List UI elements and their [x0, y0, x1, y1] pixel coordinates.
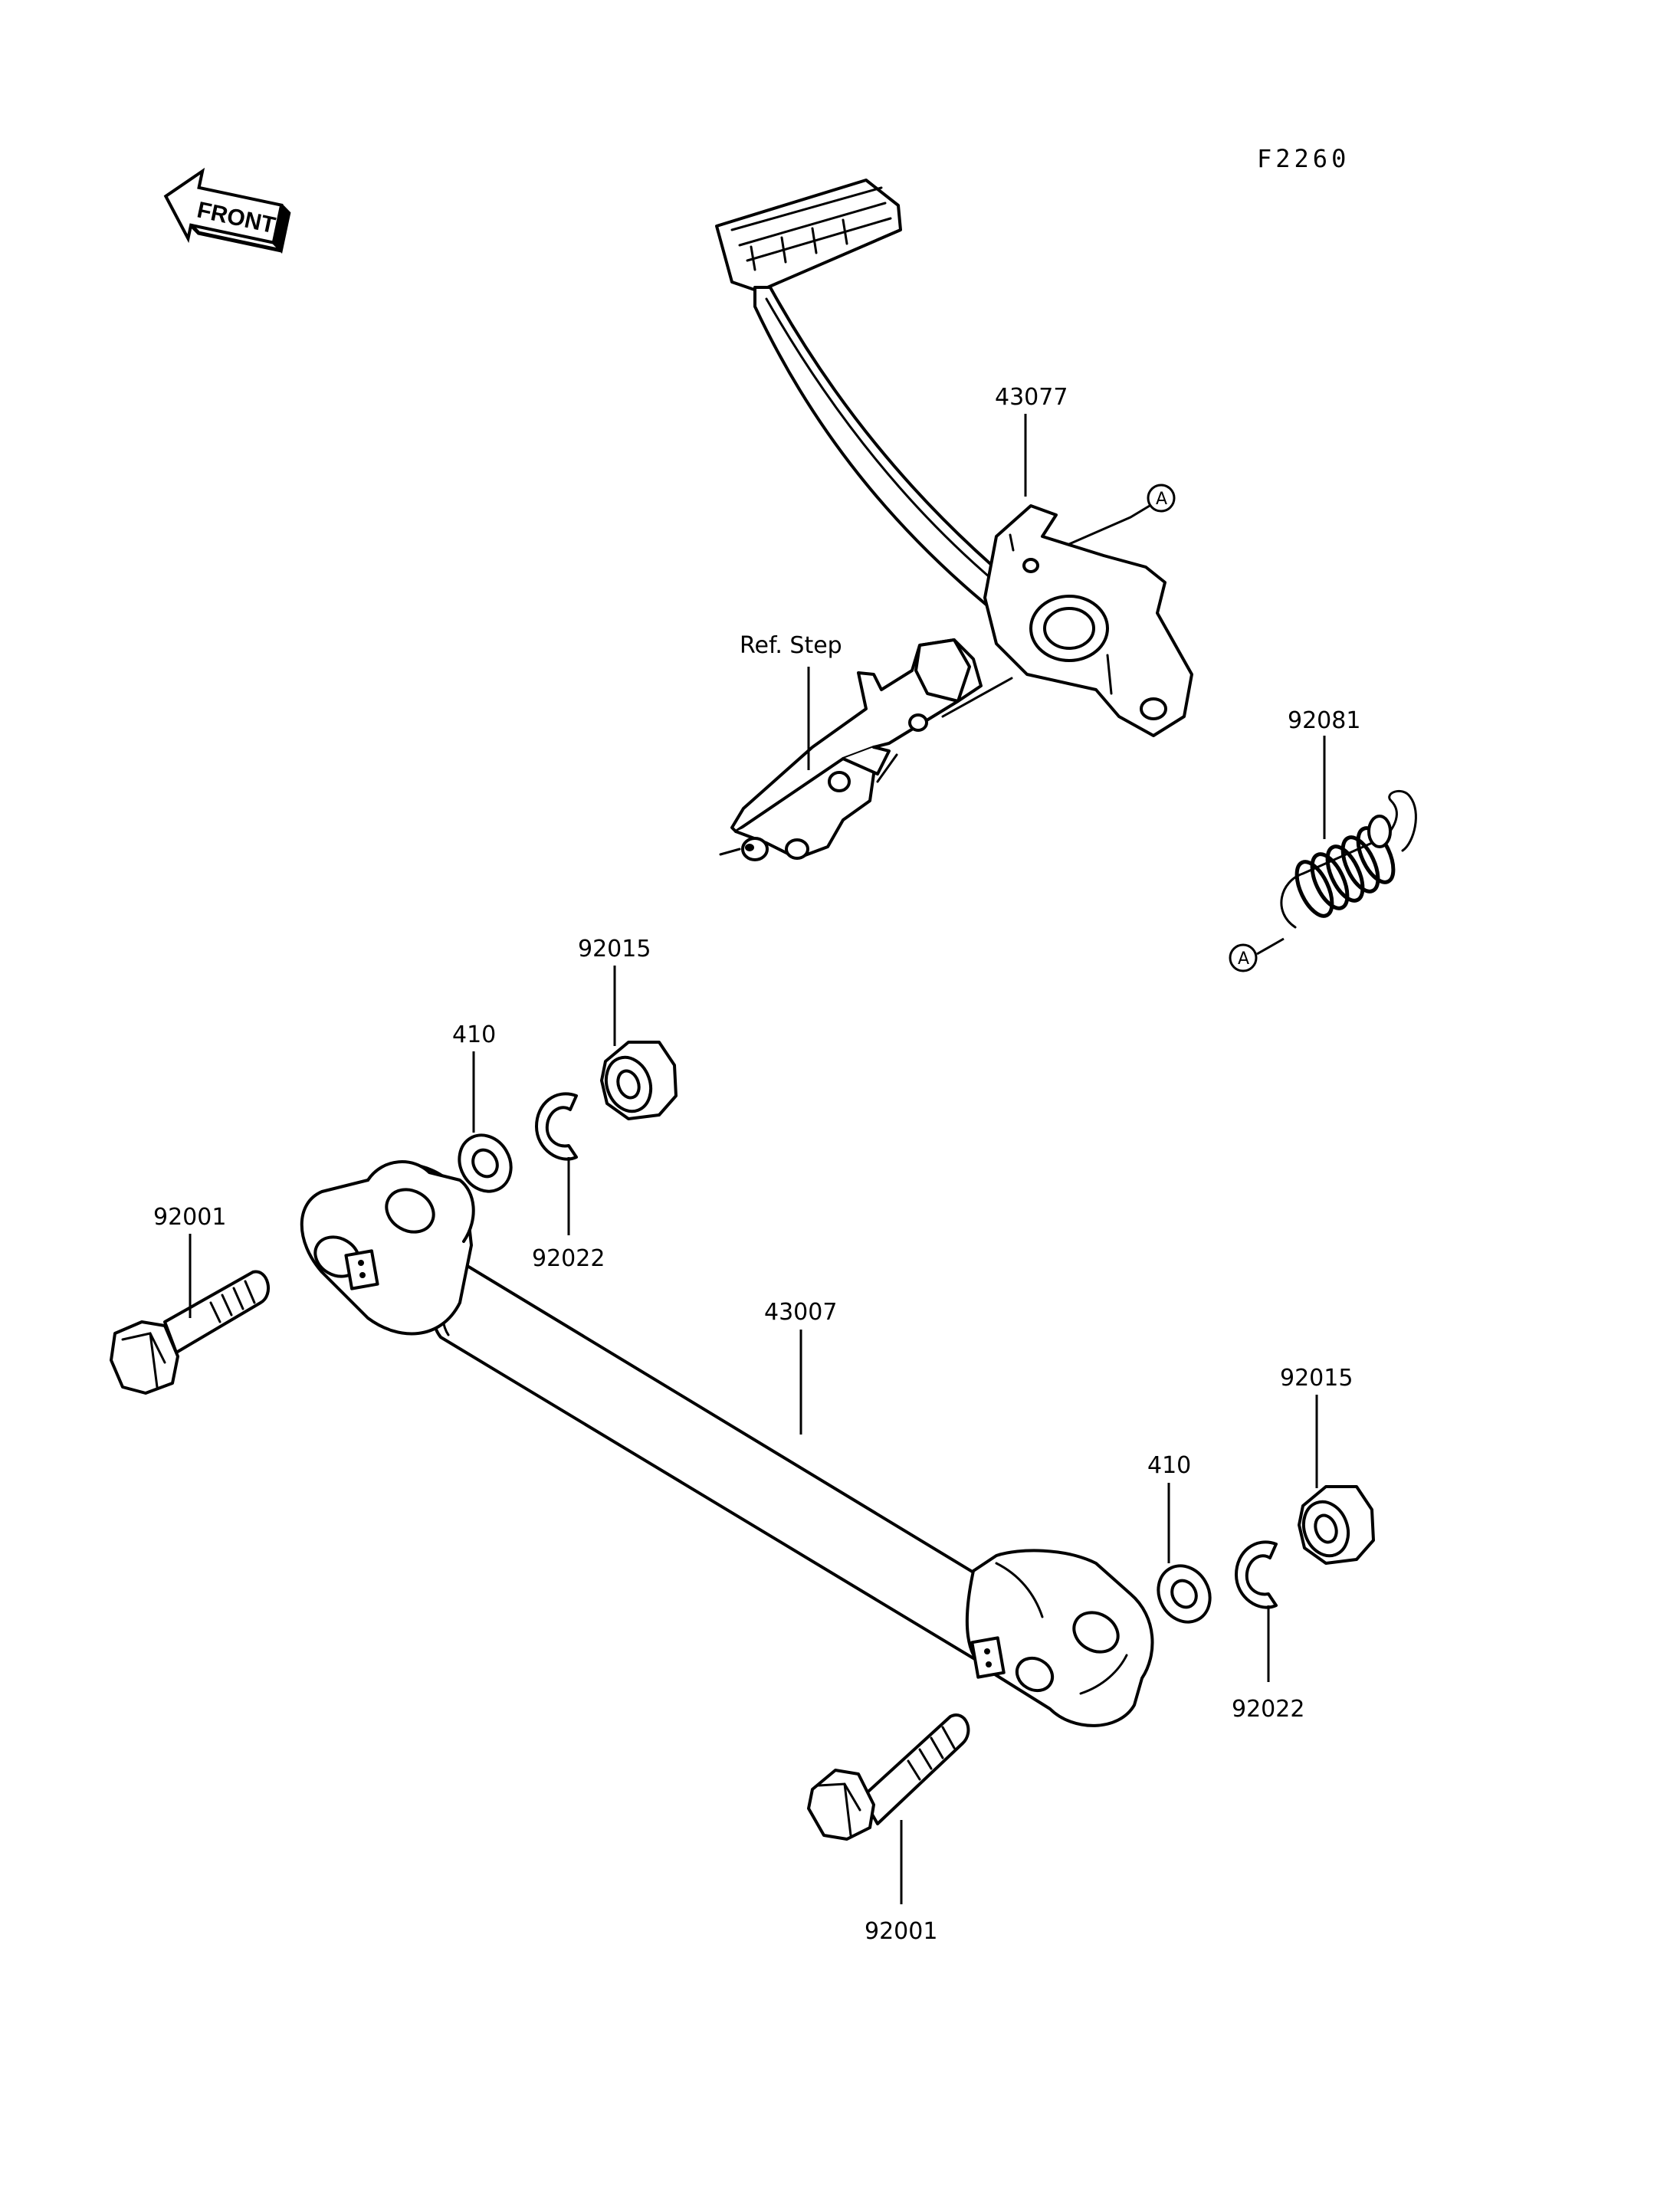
- nut-left: 92015: [578, 936, 678, 1120]
- part-number-410-left: 410: [452, 1021, 496, 1048]
- cotter-pin-left: 92022: [532, 1092, 605, 1272]
- brake-rod: 43007: [300, 1160, 1154, 1727]
- part-number-92015-right: 92015: [1280, 1365, 1353, 1392]
- part-number-92022-left: 92022: [532, 1245, 605, 1272]
- brake-pedal: 43077 A: [715, 179, 1193, 737]
- washer-left: 410: [452, 1021, 513, 1193]
- front-arrow-icon: FRONT: [163, 167, 291, 254]
- figure-code: F2260: [1257, 144, 1350, 173]
- part-number-92081: 92081: [1288, 707, 1360, 734]
- part-number-92001-right: 92001: [865, 1918, 937, 1945]
- reference-step-label: Ref. Step: [740, 632, 842, 659]
- part-number-410-right: 410: [1147, 1452, 1191, 1479]
- part-number-92001-left: 92001: [153, 1204, 226, 1231]
- return-spring: 92081 A: [1229, 707, 1417, 972]
- part-number-43077: 43077: [995, 384, 1068, 411]
- washer-right: 410: [1147, 1452, 1212, 1624]
- reference-step: Ref. Step: [719, 632, 1013, 861]
- reference-mark-a-top: [1147, 484, 1176, 513]
- nut-right: 92015: [1280, 1365, 1375, 1565]
- reference-mark-a-bottom: [1229, 943, 1258, 972]
- reference-mark-a-top-label: A: [1156, 490, 1167, 509]
- part-number-92015-left: 92015: [578, 936, 651, 962]
- part-number-43007: 43007: [764, 1299, 837, 1326]
- bolt-left: 92001: [110, 1204, 270, 1395]
- bolt-right: 92001: [807, 1713, 970, 1945]
- reference-mark-a-bottom-label: A: [1238, 949, 1249, 969]
- cotter-pin-right: 92022: [1232, 1540, 1304, 1723]
- part-number-92022-right: 92022: [1232, 1696, 1304, 1723]
